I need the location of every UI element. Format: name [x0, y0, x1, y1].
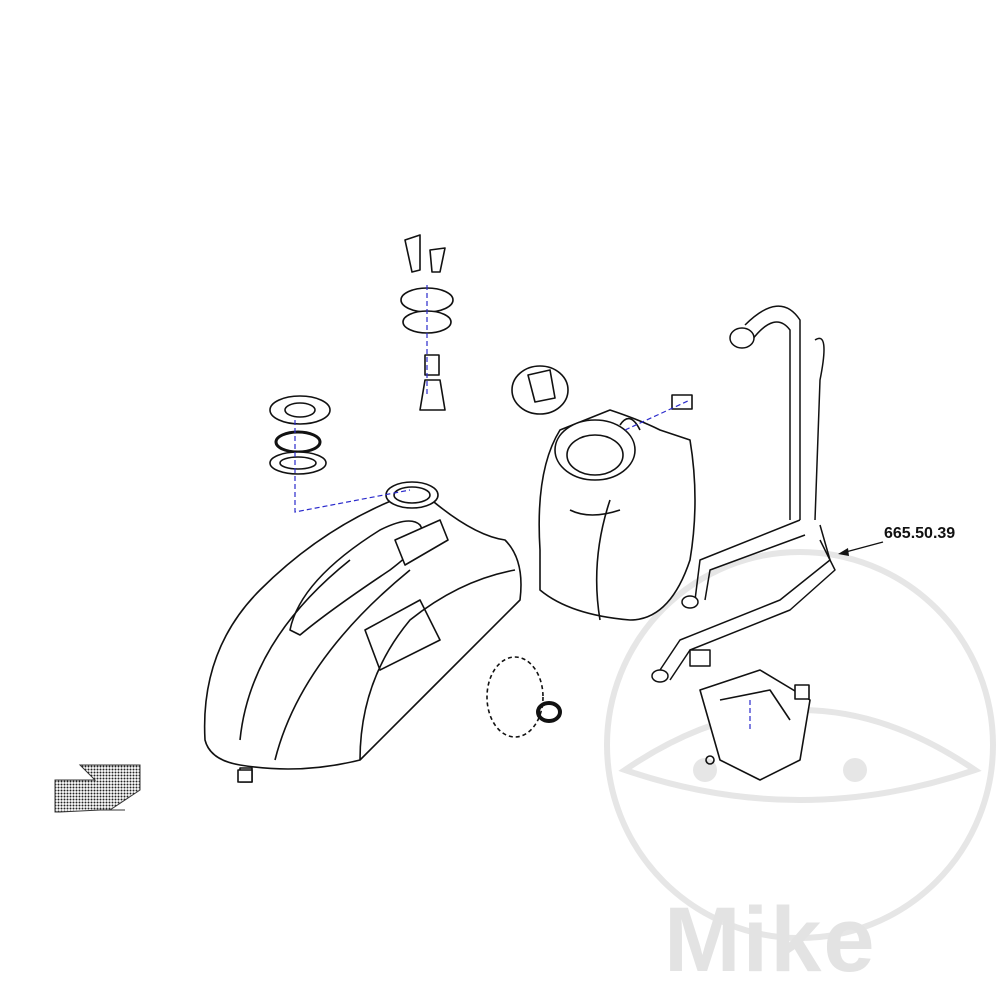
bracket — [699, 669, 811, 781]
part-leader-arrow — [838, 541, 884, 556]
part-number-label: 665.50.39 — [884, 525, 956, 542]
valve-assembly — [400, 234, 454, 411]
tank-cover — [203, 481, 522, 783]
seal-ring — [486, 656, 562, 738]
filler-cap — [269, 395, 331, 475]
drain-bolt — [237, 769, 253, 783]
watermark-logo — [604, 549, 996, 941]
assembly-leader-lines — [294, 285, 751, 730]
front-direction-arrow — [54, 764, 141, 813]
oil-reservoir — [511, 365, 696, 621]
watermark-text: Mike — [664, 889, 877, 991]
hose-assembly — [651, 305, 836, 683]
